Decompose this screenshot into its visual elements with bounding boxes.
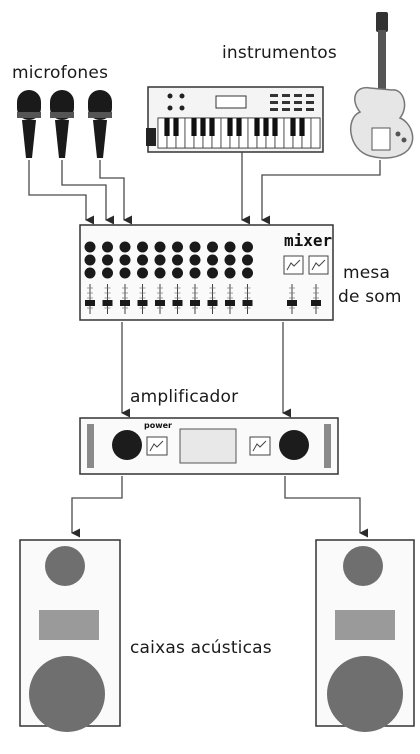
guitar-icon — [351, 12, 413, 158]
amplifier-icon: power — [80, 418, 338, 474]
mixer-label-line2: de som — [338, 287, 402, 307]
keyboard-icon — [146, 87, 323, 152]
instruments-label: instrumentos — [222, 43, 337, 63]
speaker-right-icon — [316, 540, 414, 732]
microphone-cables — [29, 160, 124, 220]
amp-logo-text: power — [144, 421, 172, 430]
amp-to-speaker-cables — [72, 476, 360, 533]
microphone-icon — [50, 90, 74, 158]
mixer-label-line1: mesa — [343, 263, 390, 283]
amplifier-label: amplificador — [130, 387, 238, 407]
microphone-icon — [88, 90, 112, 158]
mixer-logo-text: mixer — [284, 231, 332, 250]
speaker-left-icon — [20, 540, 120, 732]
instrument-cables — [242, 152, 380, 220]
speakers-label: caixas acústicas — [130, 638, 272, 658]
mixer-icon: mixer — [80, 225, 333, 320]
microphones-label: microfones — [12, 63, 108, 83]
microphone-icon — [17, 90, 41, 158]
